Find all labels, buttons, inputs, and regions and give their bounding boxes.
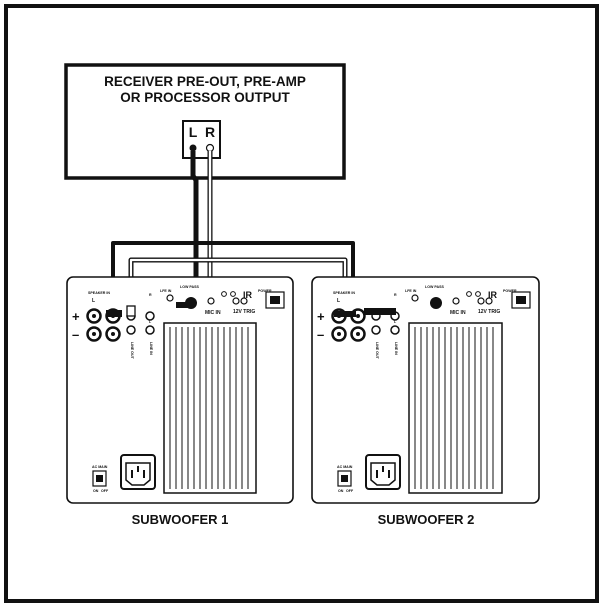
sub2-mic-in-jack [452,297,460,305]
sub1-heat-sink [163,322,257,494]
sub1-low-pass-label: LOW PASS [180,285,200,289]
outer-frame [4,4,599,603]
sub2-ac-main-label: AC MAIN [337,465,353,469]
sub2-line-in-label: LINE IN [394,342,398,355]
sub1-plus-label: + [72,309,80,324]
sub2-line-out-label: LINE OUT [375,342,379,360]
sub2-line-l-label: L [394,320,397,324]
sub1-minus-label: – [72,327,79,342]
subwoofer-1-panel: SPEAKER IN L + – R L LINE OUT LINE IN [66,276,294,527]
receiver-right-label: R [205,124,215,140]
sub1-trig-jack-a [232,297,240,305]
sub1-on-label: ON [93,489,99,493]
sub2-low-pass-label: LOW PASS [425,285,445,289]
subwoofer-2-panel: SPEAKER IN L + – R L LINE OUT LINE IN LF… [311,276,540,527]
sub2-low-pass-knob [430,297,442,309]
sub1-ir-label: IR [243,290,253,300]
sub2-plus-label: + [317,309,325,324]
sub2-lfe-in-label: LFE IN [405,289,417,293]
sub1-power-switch-knob [270,296,280,304]
receiver-right-jack [205,143,215,153]
sub2-ir-label: IR [488,290,498,300]
sub1-l-label: L [92,298,95,304]
sub2-heat-sink [408,322,503,494]
sub1-speaker-terminal-l-plus [86,308,102,324]
sub1-speaker-terminal-r-minus [105,326,121,342]
sub1-ac-switch-knob [96,475,103,482]
sub2-line-r-label: R [394,293,397,297]
sub1-line-l-label: L [149,320,152,324]
sub1-line-r-label: R [149,293,152,297]
sub2-off-label: OFF [346,489,354,493]
sub1-lfe-in-label: LFE IN [160,289,172,293]
receiver-left-jack [189,144,197,152]
sub2-trig-jack-a [477,297,485,305]
sub1-trig-jack-b [240,297,248,305]
sub2-power-switch-knob [516,296,526,304]
cable-plug-sub1-line-out-r [126,305,136,317]
sub2-speaker-in-label: SPEAKER IN [333,291,355,295]
sub1-off-label: OFF [101,489,109,493]
sub1-status-dot-b [230,291,236,297]
sub1-line-in-jacks [145,311,155,335]
sub1-line-in-label: LINE IN [149,342,153,355]
sub1-status-dot-a [221,291,227,297]
sub1-speaker-in-label: SPEAKER IN [88,291,110,295]
sub2-line-out-jacks [371,311,381,335]
sub1-speaker-terminal-l-minus [86,326,102,342]
sub2-speaker-terminal-r-minus [350,326,366,342]
sub1-power-label: POWER [258,289,272,293]
sub1-power-inlet [120,454,156,490]
receiver-box [64,63,346,180]
sub2-power-label: POWER [503,289,517,293]
sub2-power-inlet [365,454,401,490]
cable-plug-sub2-line-in [334,308,396,317]
sub1-mic-in-jack [207,297,215,305]
cable-plug-sub1-speaker [106,310,122,317]
sub1-trig-label: 12V TRIG [233,309,255,315]
sub2-status-dot-b [475,291,481,297]
sub2-status-dot-a [466,291,472,297]
sub1-lfe-in-jack [166,294,174,302]
sub1-caption: SUBWOOFER 1 [132,512,229,527]
sub1-ac-main-label: AC MAIN [92,465,108,469]
sub2-lfe-in-jack [411,294,419,302]
sub2-ac-switch-knob [341,475,348,482]
cable-plug-sub1-lfe [176,302,190,308]
sub2-mic-in-label: MIC IN [450,310,466,316]
receiver-title-line1: RECEIVER PRE-OUT, PRE-AMP [104,74,306,89]
sub2-caption: SUBWOOFER 2 [378,512,475,527]
receiver-output-panel [182,120,221,159]
sub2-on-label: ON [338,489,344,493]
sub2-l-label: L [337,298,340,304]
receiver-title-line2: OR PROCESSOR OUTPUT [120,90,290,105]
sub2-minus-label: – [317,327,324,342]
sub2-speaker-terminal-l-minus [331,326,347,342]
sub1-mic-in-label: MIC IN [205,310,221,316]
sub2-trig-label: 12V TRIG [478,309,500,315]
receiver-left-label: L [189,124,198,140]
sub2-trig-jack-b [485,297,493,305]
sub1-line-out-label: LINE OUT [130,342,134,360]
